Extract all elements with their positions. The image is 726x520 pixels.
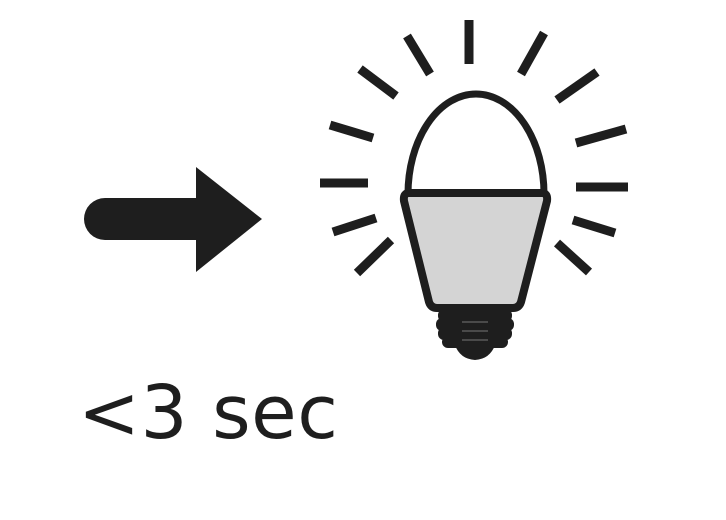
ray-right-4 [553,239,593,276]
ray-left-4 [353,236,395,277]
bulb-glass [404,90,548,198]
ray-right-3 [571,215,617,238]
ray-top-left-1 [403,33,434,77]
ray-left-3 [331,213,378,237]
duration-caption: <3 sec [78,370,339,456]
ray-top-right-2 [554,68,600,104]
arrow-right-icon [84,167,262,272]
lightbulb-icon [399,90,552,360]
ray-right-1 [574,124,628,148]
bulb-housing [399,189,552,312]
ray-top-left-2 [357,65,399,100]
bulb-screw-base [436,309,514,360]
light-rays-icon [320,20,628,277]
ray-top-right-1 [517,30,548,77]
ray-left-1 [328,120,375,143]
